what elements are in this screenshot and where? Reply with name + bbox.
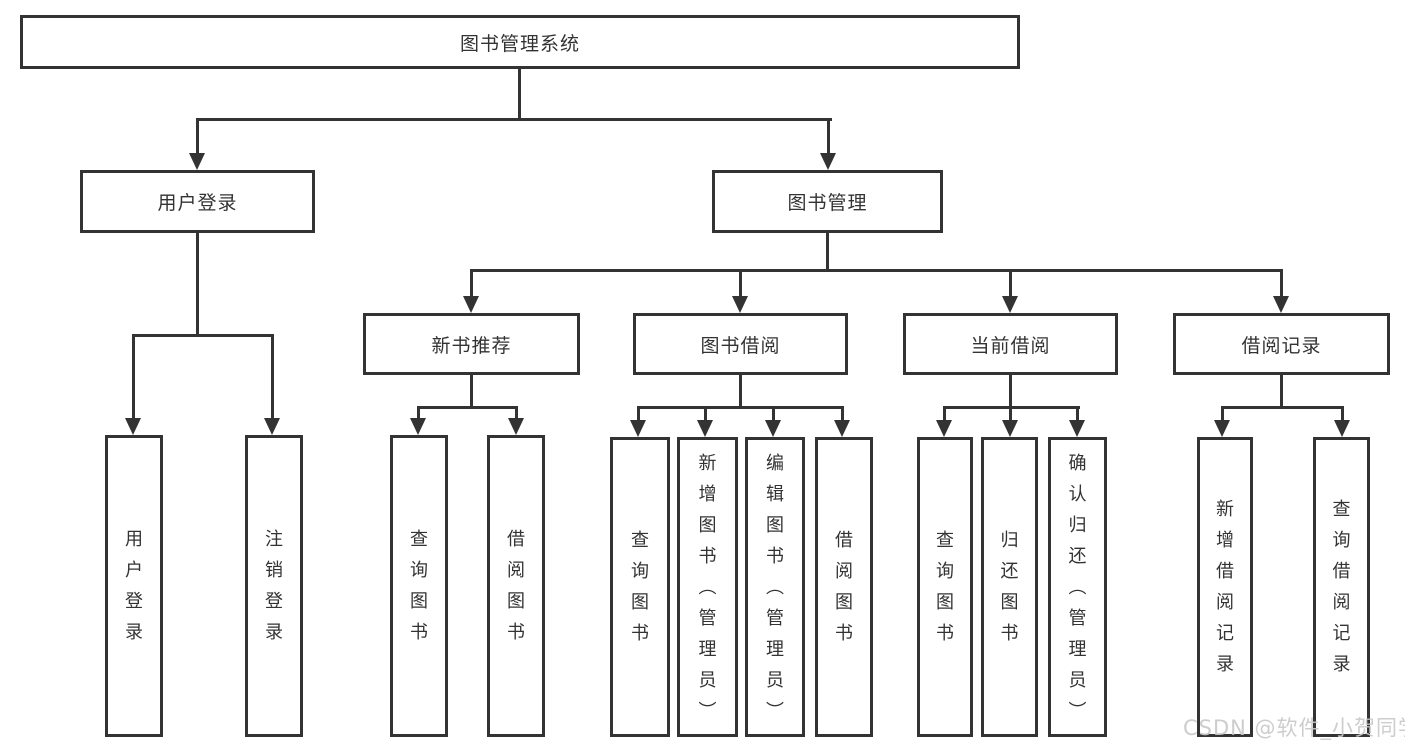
node-root-library-system: 图书管理系统 <box>20 15 1020 69</box>
arrowhead-down-icon <box>1002 296 1018 313</box>
arrowhead-down-icon <box>732 296 748 313</box>
node-user-login-label: 用户登录 <box>157 192 238 214</box>
leaf-confirm-return-admin-label: 确认归还︵管理员︶ <box>1068 452 1087 722</box>
leaf-confirm-return-admin: 确认归还︵管理员︶ <box>1048 437 1107 737</box>
connector-hline <box>196 118 832 121</box>
connector-vline <box>132 334 135 420</box>
arrowhead-down-icon <box>189 153 205 170</box>
connector-vline <box>1341 406 1344 422</box>
arrowhead-down-icon <box>508 418 524 435</box>
leaf-borrow-borrow-books: 借阅图书 <box>815 437 873 737</box>
connector-hline <box>1221 406 1344 409</box>
connector-vline <box>417 406 420 420</box>
connector-vline <box>271 334 274 420</box>
leaf-newbook-borrow-books-label: 借阅图书 <box>507 529 525 643</box>
leaf-newbook-query-books: 查询图书 <box>390 435 448 737</box>
connector-vline <box>1221 406 1224 422</box>
csdn-watermark: CSDN @软件_小贺同学 <box>1183 716 1405 740</box>
arrowhead-down-icon <box>1214 420 1230 437</box>
arrowhead-down-icon <box>765 420 781 437</box>
leaf-edit-books-admin: 编辑图书︵管理员︶ <box>745 437 805 737</box>
node-root-label: 图书管理系统 <box>459 32 580 55</box>
connector-vline <box>943 406 946 422</box>
node-book-borrowing-label: 图书借阅 <box>700 334 781 357</box>
leaf-edit-books-admin-label: 编辑图书︵管理员︶ <box>766 452 784 722</box>
arrowhead-down-icon <box>410 418 426 435</box>
node-current-borrowing: 当前借阅 <box>903 313 1118 375</box>
leaf-current-query-books: 查询图书 <box>917 437 973 737</box>
node-borrow-records-label: 借阅记录 <box>1241 334 1322 357</box>
leaf-borrow-query-books: 查询图书 <box>610 437 670 737</box>
connector-vline <box>841 406 844 422</box>
connector-vline <box>196 118 199 155</box>
leaf-logout: 注销登录 <box>245 435 303 737</box>
node-new-book-recommend: 新书推荐 <box>363 313 580 375</box>
connector-vline <box>827 118 830 155</box>
arrowhead-down-icon <box>1273 296 1289 313</box>
connector-hline <box>417 406 518 409</box>
arrowhead-down-icon <box>1002 420 1018 437</box>
connector-vline <box>637 406 640 422</box>
connector-vline <box>739 269 742 298</box>
connector-vline <box>196 233 199 337</box>
leaf-logout-label: 注销登录 <box>265 529 283 643</box>
leaf-borrow-borrow-books-label: 借阅图书 <box>835 530 853 644</box>
connector-vline <box>1009 375 1012 409</box>
connector-vline <box>1280 375 1283 409</box>
connector-vline <box>1280 269 1283 298</box>
leaf-borrow-query-books-label: 查询图书 <box>631 530 649 644</box>
node-book-borrowing: 图书借阅 <box>633 313 848 375</box>
leaf-user-login-label: 用户登录 <box>125 529 143 643</box>
node-user-login: 用户登录 <box>80 170 315 233</box>
arrowhead-down-icon <box>936 420 952 437</box>
leaf-query-borrow-record: 查询借阅记录 <box>1313 437 1370 737</box>
node-new-book-recommend-label: 新书推荐 <box>431 334 512 357</box>
leaf-add-borrow-record: 新增借阅记录 <box>1197 437 1253 737</box>
leaf-add-books-admin-label: 新增图书︵管理员︶ <box>698 452 717 722</box>
node-book-management: 图书管理 <box>712 170 943 233</box>
connector-hline <box>132 334 274 337</box>
node-current-borrowing-label: 当前借阅 <box>970 334 1051 357</box>
connector-vline <box>704 406 707 422</box>
connector-vline <box>1009 406 1012 422</box>
arrowhead-down-icon <box>463 296 479 313</box>
connector-vline <box>826 233 829 272</box>
arrowhead-down-icon <box>630 420 646 437</box>
arrowhead-down-icon <box>834 420 850 437</box>
leaf-current-query-books-label: 查询图书 <box>936 530 954 644</box>
connector-vline <box>739 375 742 409</box>
connector-vline <box>470 269 473 298</box>
node-book-management-label: 图书管理 <box>787 192 868 214</box>
connector-vline <box>518 68 521 121</box>
leaf-add-books-admin: 新增图书︵管理员︶ <box>677 437 738 737</box>
arrowhead-down-icon <box>264 418 280 435</box>
connector-hline <box>470 269 1282 272</box>
leaf-newbook-query-books-label: 查询图书 <box>410 529 428 643</box>
connector-vline <box>1009 269 1012 298</box>
leaf-return-books-label: 归还图书 <box>1000 530 1019 644</box>
leaf-query-borrow-record-label: 查询借阅记录 <box>1332 499 1351 675</box>
arrowhead-down-icon <box>125 418 141 435</box>
connector-vline <box>515 406 518 420</box>
arrowhead-down-icon <box>697 420 713 437</box>
arrowhead-down-icon <box>1334 420 1350 437</box>
node-borrow-records: 借阅记录 <box>1173 313 1390 375</box>
leaf-newbook-borrow-books: 借阅图书 <box>487 435 545 737</box>
connector-hline <box>637 406 844 409</box>
leaf-add-borrow-record-label: 新增借阅记录 <box>1216 499 1234 675</box>
leaf-return-books: 归还图书 <box>981 437 1038 737</box>
arrowhead-down-icon <box>820 153 836 170</box>
connector-vline <box>772 406 775 422</box>
connector-vline <box>470 375 473 409</box>
connector-vline <box>1076 406 1079 422</box>
leaf-user-login: 用户登录 <box>105 435 163 737</box>
arrowhead-down-icon <box>1069 420 1085 437</box>
